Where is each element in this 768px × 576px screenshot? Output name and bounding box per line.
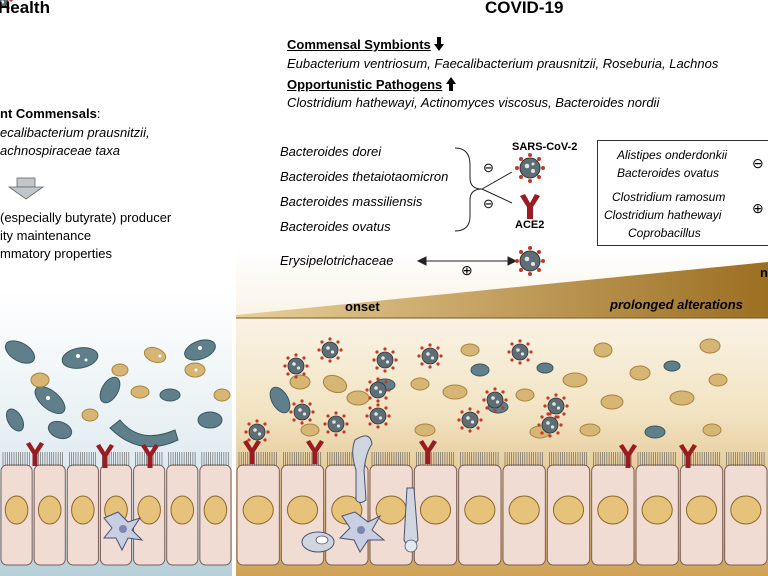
function-line-3: mmatory properties [0, 246, 112, 261]
associations-box [597, 140, 768, 246]
symbionts-heading: Commensal Symbionts [287, 37, 445, 54]
cell-nucleus [419, 495, 452, 525]
commensals-heading-colon: : [96, 106, 101, 121]
function-line-1: (especially butyrate) producer [0, 210, 172, 225]
ace2-receptor-icon [520, 194, 540, 219]
erysipelotrichaceae-label: Erysipelotrichaceae [280, 253, 394, 268]
cell-nucleus [137, 495, 161, 525]
cell-nucleus [37, 495, 62, 525]
up-arrow-icon [445, 77, 456, 94]
cell-nucleus [170, 495, 195, 525]
bacteroides-item: Bacteroides massiliensis [280, 194, 423, 209]
ace2-receptor-icon [141, 444, 159, 456]
health-title: Health [0, 0, 50, 17]
pathogens-heading: Opportunistic Pathogens [287, 77, 456, 94]
bacteroides-item: Bacteroides thetaiotaomicron [280, 169, 449, 184]
symbionts-heading-text: Commensal Symbionts [287, 37, 431, 52]
pathogens-heading-text: Opportunistic Pathogens [287, 77, 443, 92]
bacteroides-item: Bacteroides ovatus [280, 219, 391, 234]
box-item: Clostridium ramosum [612, 190, 726, 204]
virus-label: SARS-CoV-2 [512, 141, 578, 153]
covid-viruses [0, 0, 570, 446]
minus-sign: ⊖ [752, 155, 764, 171]
ace2-receptor-icon [26, 442, 44, 454]
ace2-receptor-icon [32, 452, 38, 466]
ace2-receptor-icon [679, 444, 697, 456]
edge-fragment: n [760, 265, 768, 280]
cell-nucleus [375, 495, 407, 525]
commensal-line-1: ecalibacterium prausnitzii, [0, 125, 150, 140]
erysipelo-arrow [416, 256, 518, 266]
onset-label: onset [345, 299, 380, 314]
cell-nucleus [597, 495, 629, 525]
cell-nucleus [464, 495, 496, 525]
timeline-wedge [236, 262, 768, 318]
commensals-heading: nt Commensals: [0, 106, 100, 121]
cell-nucleus [71, 495, 95, 525]
box-item: Clostridium hathewayi [604, 208, 722, 222]
cell-nucleus [552, 495, 585, 525]
ace2-receptor-icon [147, 454, 153, 468]
function-line-2: ity maintenance [0, 228, 92, 243]
ace2-receptor-icon [625, 454, 631, 468]
plus-sign: ⊕ [752, 200, 764, 216]
ace2-receptor-icon [312, 450, 318, 464]
ace2-receptor-icon [102, 454, 108, 468]
ace2-receptor-icon [249, 450, 255, 464]
immune-cell-icon [102, 435, 419, 553]
ace2-receptor-icon [419, 440, 437, 452]
commensals-heading-text: nt Commensals [0, 106, 97, 121]
cell-nucleus [286, 495, 319, 525]
covid-bacteria [269, 338, 728, 439]
covid-title: COVID-19 [485, 0, 564, 17]
ace2-receptor-icon [685, 454, 691, 468]
commensal-line-2: achnospiraceae taxa [0, 143, 120, 158]
receptor-label: ACE2 [515, 219, 545, 231]
sars-cov-2-virus-icon [515, 153, 545, 183]
cell-nucleus [641, 495, 673, 525]
minus-sign: ⊖ [483, 160, 494, 175]
prolonged-label: prolonged alterations [610, 297, 743, 312]
epithelial-cell-icon [0, 464, 768, 566]
minus-sign: ⊖ [483, 196, 494, 211]
cell-nucleus [685, 495, 718, 525]
plus-sign: ⊕ [461, 262, 473, 278]
cell-nucleus [730, 495, 762, 525]
ace2-receptors [26, 440, 697, 468]
bacteroides-bracket [454, 147, 513, 232]
pathogens-list: Clostridium hathewayi, Actinomyces visco… [287, 95, 660, 110]
down-arrow-icon [7, 177, 45, 200]
box-item: Bacteroides ovatus [617, 166, 720, 180]
box-item: Alistipes onderdonkii [617, 148, 728, 162]
box-item: Coprobacillus [628, 226, 701, 240]
ace2-receptor-icon [243, 440, 261, 452]
down-arrow-icon [434, 37, 445, 54]
bacteroides-item: Bacteroides dorei [280, 144, 382, 159]
cell-nucleus [203, 495, 228, 525]
symbionts-list: Eubacterium ventriosum, Faecalibacterium… [287, 56, 719, 71]
ace2-receptor-icon [425, 450, 431, 464]
ace2-receptor-icon [306, 440, 324, 452]
ace2-receptor-icon [96, 444, 114, 456]
ace2-receptor-icon [619, 444, 637, 456]
health-bacteria [4, 339, 231, 448]
cell-nucleus [508, 495, 540, 525]
cell-nucleus [242, 495, 274, 525]
cell-nucleus [4, 495, 29, 525]
sars-cov-2-virus-icon [515, 246, 545, 276]
